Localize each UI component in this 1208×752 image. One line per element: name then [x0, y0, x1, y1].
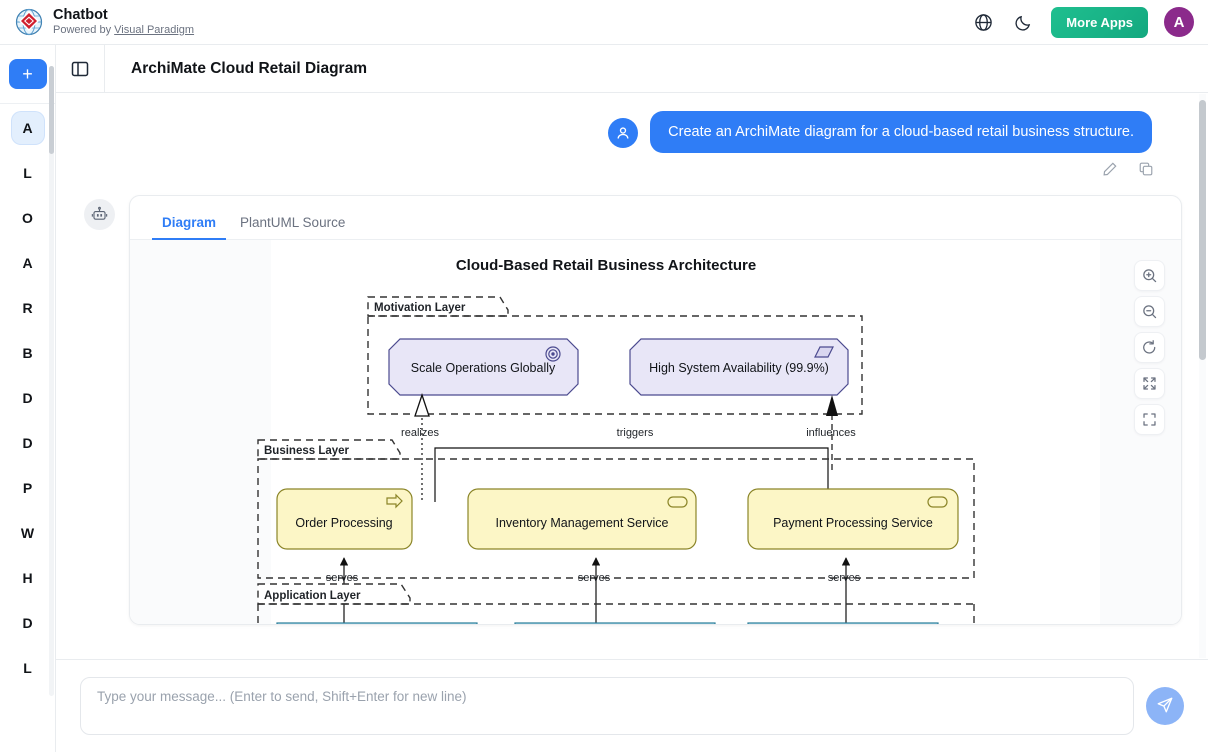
zoom-out-icon[interactable] [1134, 296, 1165, 327]
tab-plantuml-source[interactable]: PlantUML Source [240, 215, 346, 230]
brand-subtitle: Powered by Visual Paradigm [53, 24, 194, 37]
node-application-component-1[interactable] [276, 622, 478, 625]
diagram-artifact-card: Diagram PlantUML Source Cloud-Based Retai… [129, 195, 1182, 625]
page-title: ArchiMate Cloud Retail Diagram [131, 59, 367, 77]
sub-header-separator [104, 44, 105, 93]
node-application-component-3[interactable] [747, 622, 939, 625]
user-message-row: Create an ArchiMate diagram for a cloud-… [56, 93, 1208, 153]
chat-scrollbar-thumb[interactable] [1199, 100, 1206, 360]
sidebar-scrollbar-track[interactable] [49, 66, 54, 696]
relation-serves-3: serves [828, 557, 861, 624]
avatar[interactable]: A [1164, 7, 1194, 37]
reset-zoom-icon[interactable] [1134, 332, 1165, 363]
archimate-diagram: Cloud-Based Retail Business Architecture… [257, 257, 975, 625]
plus-icon: + [22, 64, 33, 84]
relation-influences: influences [806, 395, 856, 470]
motivation-layer-label: Motivation Layer [374, 302, 466, 314]
relation-realizes: realizes [401, 392, 439, 500]
business-layer-label: Business Layer [264, 445, 350, 457]
sub-header: ArchiMate Cloud Retail Diagram [56, 44, 1208, 93]
sidebar-divider [0, 103, 55, 104]
powered-by-text: Powered by [53, 24, 115, 37]
sidebar-item-0[interactable]: A [11, 112, 44, 144]
sidebar-item-11[interactable]: D [22, 615, 33, 631]
chat-scrollbar-track[interactable] [1199, 94, 1206, 658]
send-button[interactable] [1146, 687, 1184, 725]
business-service-icon [667, 496, 688, 508]
node-application-component-2[interactable] [514, 622, 716, 625]
fit-screen-icon[interactable] [1134, 404, 1165, 435]
sidebar-item-3[interactable]: A [22, 255, 33, 271]
left-sidebar: + A L O A R B D D P W H D L [0, 45, 56, 752]
tab-diagram[interactable]: Diagram [152, 215, 227, 240]
user-icon [608, 118, 639, 148]
business-process-icon [386, 493, 403, 509]
relation-label: serves [828, 572, 861, 584]
node-label: High System Availability (99.9%) [649, 361, 829, 375]
sidebar-item-10[interactable]: H [22, 570, 33, 586]
relation-label: influences [806, 427, 856, 439]
business-service-icon [927, 496, 948, 508]
sidebar-scrollbar-thumb[interactable] [49, 66, 54, 154]
sidebar-item-2[interactable]: O [22, 210, 33, 226]
relation-triggers: triggers [434, 427, 833, 502]
node-order-processing[interactable]: Order Processing [276, 488, 413, 550]
top-bar: Chatbot Powered by Visual Paradigm More … [0, 0, 1208, 45]
node-label: Order Processing [295, 516, 392, 530]
top-bar-actions: More Apps A [971, 6, 1194, 38]
expand-icon[interactable] [1134, 368, 1165, 399]
requirement-icon [814, 346, 834, 358]
moon-icon[interactable] [1011, 10, 1035, 34]
sidebar-item-8[interactable]: P [22, 480, 33, 496]
message-input[interactable] [80, 677, 1134, 735]
node-label: Scale Operations Globally [411, 361, 556, 375]
more-apps-button[interactable]: More Apps [1051, 6, 1148, 38]
business-layer-group: Business Layer Order Processing [257, 439, 975, 579]
application-layer-group: Application Layer [257, 583, 975, 625]
sidebar-item-9[interactable]: W [20, 525, 35, 541]
sidebar-item-list: A L O A R B D D P W H D L [0, 112, 55, 684]
brand: Chatbot Powered by Visual Paradigm [14, 7, 194, 37]
node-inventory-management-service[interactable]: Inventory Management Service [467, 488, 697, 550]
motivation-layer-group: Motivation Layer Scale Operations Global… [367, 296, 863, 415]
node-high-system-availability[interactable]: High System Availability (99.9%) [629, 338, 849, 396]
copy-icon[interactable] [1138, 161, 1154, 177]
sidebar-item-4[interactable]: R [22, 300, 33, 316]
visual-paradigm-link[interactable]: Visual Paradigm [114, 24, 195, 37]
send-paper-plane-icon [1156, 696, 1174, 717]
relation-label: realizes [401, 427, 439, 439]
artifact-tabs: Diagram PlantUML Source [130, 196, 1181, 240]
relation-label: triggers [617, 427, 654, 439]
relation-label: serves [578, 572, 611, 584]
user-message-bubble: Create an ArchiMate diagram for a cloud-… [650, 111, 1152, 153]
globe-diamond-logo [14, 7, 44, 37]
relation-label: serves [326, 572, 359, 584]
diagram-title: Cloud-Based Retail Business Architecture [456, 257, 756, 274]
new-chat-button[interactable]: + [8, 59, 47, 89]
node-label: Inventory Management Service [495, 516, 668, 530]
diagram-stage[interactable]: Cloud-Based Retail Business Architecture… [130, 240, 1181, 625]
globe-icon[interactable] [971, 10, 995, 34]
sidebar-item-5[interactable]: B [22, 345, 33, 361]
zoom-in-icon[interactable] [1134, 260, 1165, 291]
sidebar-item-6[interactable]: D [22, 390, 33, 406]
chat-scroll-area: Create an ArchiMate diagram for a cloud-… [56, 93, 1208, 659]
node-label: Payment Processing Service [773, 516, 933, 530]
sidebar-item-7[interactable]: D [22, 435, 33, 451]
composer-bar [56, 659, 1208, 752]
node-payment-processing-service[interactable]: Payment Processing Service [747, 488, 959, 550]
node-scale-operations-globally[interactable]: Scale Operations Globally [388, 338, 579, 396]
application-layer-label: Application Layer [264, 590, 361, 602]
message-actions [56, 153, 1208, 177]
goal-icon [545, 346, 561, 362]
robot-icon [84, 199, 115, 230]
diagram-toolbar [1134, 260, 1165, 435]
relation-serves-2: serves [578, 557, 611, 624]
panel-toggle-icon[interactable] [56, 60, 104, 78]
brand-title: Chatbot [53, 7, 108, 24]
edit-icon[interactable] [1102, 161, 1118, 177]
assistant-artifact-row: Diagram PlantUML Source Cloud-Based Retai… [56, 177, 1208, 625]
sidebar-item-12[interactable]: L [23, 660, 32, 676]
sidebar-item-1[interactable]: L [23, 165, 32, 181]
